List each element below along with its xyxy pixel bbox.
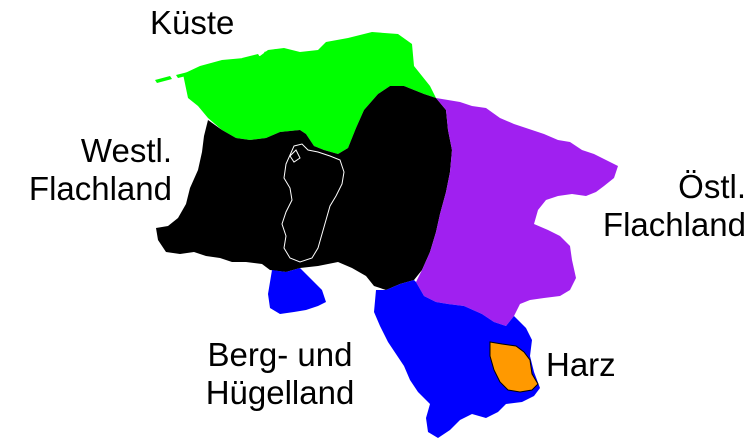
label-westl-flachland-line2: Flachland [28, 170, 172, 207]
region-berg-huegelland-west [268, 268, 326, 314]
region-westl-flachland [156, 86, 452, 290]
label-oestl-flachland-line1: Östl. [678, 168, 746, 205]
label-kueste: Küste [150, 4, 234, 42]
label-berg-huegelland-line1: Berg- und [207, 336, 353, 373]
label-oestl-flachland-line2: Flachland [602, 206, 746, 243]
region-kueste [183, 32, 436, 154]
label-harz: Harz [546, 346, 616, 384]
region-berg-huegelland-east [374, 280, 540, 438]
label-westl-flachland-line1: Westl. [80, 132, 172, 169]
label-westl-flachland: Westl. Flachland [10, 132, 172, 208]
label-berg-huegelland: Berg- und Hügelland [190, 336, 370, 412]
label-kueste-line1: Küste [150, 4, 235, 41]
region-oestl-flachland [416, 98, 618, 326]
label-harz-line1: Harz [546, 346, 616, 383]
label-oestl-flachland: Östl. Flachland [578, 168, 746, 244]
enclave-outline [281, 143, 345, 263]
region-harz [489, 341, 539, 393]
label-berg-huegelland-line2: Hügelland [205, 374, 355, 411]
